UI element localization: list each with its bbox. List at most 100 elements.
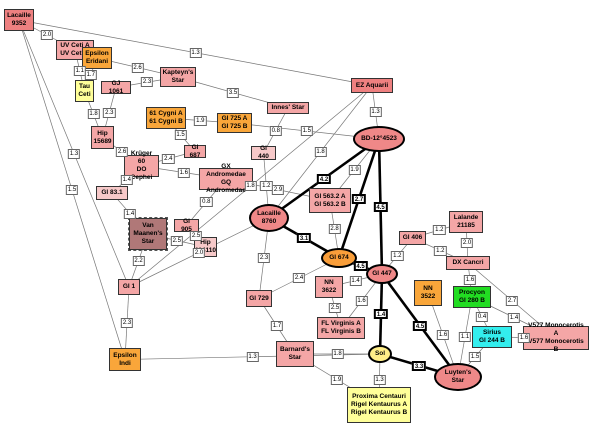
edge-distance-label: 2.3	[140, 77, 154, 88]
edge-distance-label: 2.2	[132, 255, 145, 266]
star-node-gl447[interactable]: Gl 447	[366, 264, 398, 284]
edge-distance-label: 1.5	[300, 126, 313, 136]
edge-distance-label: 0.8	[200, 197, 213, 208]
star-node-gl83[interactable]: Gl 83.1	[96, 186, 128, 200]
star-node-lacaille9352[interactable]: Lacaille 9352	[4, 9, 34, 31]
edge-distance-label: 4.5	[412, 320, 428, 331]
edge-distance-label: 1.9	[330, 374, 344, 385]
edge-distance-label: 1.4	[373, 309, 389, 319]
edge-distance-label: 1.3	[373, 374, 386, 385]
star-node-lalande[interactable]: Lalande 21185	[449, 211, 483, 233]
edge-distance-label: 1.2	[391, 251, 404, 261]
star-node-gl1[interactable]: Gl 1	[118, 279, 140, 295]
edge-distance-label: 3.3	[411, 360, 427, 371]
edge-distance-label: 1.5	[468, 352, 482, 362]
edge-distance-label: 1.9	[348, 164, 361, 175]
star-node-hip15689[interactable]: Hip 15689	[91, 126, 114, 149]
edge-distance-label: 1.4	[349, 275, 362, 286]
edge-distance-label: 1.8	[244, 181, 257, 192]
edge-distance-label: 1.6	[177, 167, 190, 178]
edge-distance-label: 4.2	[316, 173, 332, 184]
star-node-dxcnc[interactable]: DX Cancri	[446, 256, 490, 270]
star-node-flvir[interactable]: FL Virginis A FL Virginis B	[317, 317, 365, 339]
edge-distance-label: 2.0	[40, 30, 54, 40]
star-node-v577[interactable]: V577 Monocerotis A V577 Monocerotis B	[523, 322, 589, 353]
edge-distance-label: 1.3	[67, 148, 81, 159]
edge-distance-label: 4.5	[373, 201, 388, 212]
star-node-bd12[interactable]: BD-12°4523	[353, 126, 405, 152]
edge-distance-label: 1.9	[194, 115, 207, 126]
edge-distance-label: 1.4	[120, 174, 133, 185]
edge-distance-label: 3.1	[296, 233, 312, 243]
edge-distance-label: 1.8	[87, 109, 100, 120]
star-node-luyten[interactable]: Luyten's Star	[434, 363, 482, 391]
star-node-gl729[interactable]: Gl 729	[246, 290, 272, 307]
edge-distance-label: 1.1	[458, 332, 472, 342]
edge-distance-label: 3.5	[226, 87, 240, 98]
edge-distance-label: 2.0	[460, 237, 474, 248]
edge-distance-label: 1.8	[314, 146, 327, 157]
star-node-gl725[interactable]: Gl 725 A Gl 725 B	[217, 113, 252, 133]
edge-distance-label: 2.3	[120, 318, 134, 329]
star-node-tauceti[interactable]: Tau Ceti	[75, 80, 94, 102]
star-node-gl406[interactable]: Gl 406	[399, 231, 426, 245]
edge-distance-label: 1.7	[270, 321, 284, 332]
edge-distance-label: 1.7	[84, 69, 97, 80]
edge-distance-label: 4.5	[353, 261, 368, 271]
edge-distance-label: 1.5	[65, 184, 79, 195]
star-node-gl440[interactable]: Gl 440	[251, 145, 276, 160]
edge-distance-label: 2.5	[189, 231, 203, 242]
star-node-barnard[interactable]: Barnard's Star	[276, 341, 314, 367]
star-node-sirius[interactable]: Sirius Gl 244 B	[472, 326, 512, 348]
edge-distance-label: 1.2	[260, 180, 273, 191]
star-node-lacaille8760[interactable]: Lacaille 8760	[249, 204, 289, 232]
star-node-innes[interactable]: Innes' Star	[267, 102, 309, 114]
edge-distance-label: 1.6	[436, 330, 450, 340]
star-node-gxand[interactable]: GX Andromedae GQ Andromedae	[199, 163, 253, 194]
star-node-gl687[interactable]: Gl 687	[184, 144, 206, 159]
star-node-kruger60[interactable]: Krüger 60 DO Cephei	[124, 150, 159, 181]
edge-distance-label: 1.4	[507, 312, 521, 323]
star-node-nn3522[interactable]: NN 3522	[414, 280, 442, 306]
star-node-gl674[interactable]: Gl 674	[321, 248, 357, 268]
star-node-nn3622[interactable]: NN 3622	[315, 276, 343, 298]
edge-distance-label: 2.4	[162, 153, 175, 164]
edge-distance-label: 2.8	[328, 224, 341, 235]
star-node-kapteyn[interactable]: Kapteyn's Star	[160, 67, 196, 87]
edge-distance-label: 1.8	[331, 349, 344, 359]
edge-distance-label: 1.3	[246, 351, 259, 362]
edge-distance-label: 1.6	[355, 296, 368, 306]
edge-distance-label: 1.6	[463, 275, 477, 285]
star-node-epsind[interactable]: Epsilon Indi	[109, 348, 141, 371]
star-node-proxima[interactable]: Proxima Centauri Rigel Kentaurus A Rigel…	[347, 387, 411, 423]
star-node-gl905[interactable]: Gl 905	[174, 218, 199, 233]
edge-distance-label: 1.5	[174, 129, 187, 140]
star-node-gl5632[interactable]: Gl 563.2 A Gl 563.2 B	[309, 188, 351, 213]
edge-distance-label: 2.6	[115, 146, 129, 157]
edge-distance-label: 1.2	[433, 225, 446, 235]
edge-distance-label: 2.0	[192, 247, 206, 258]
edge-distance-label: 1.4	[123, 208, 137, 219]
edge-distance-label: 2.3	[257, 253, 271, 264]
star-node-gj1061[interactable]: GJ 1061	[101, 80, 131, 95]
edge-distance-label: 2.9	[271, 184, 285, 195]
star-node-ezaqr[interactable]: EZ Aquarii	[351, 78, 393, 93]
edge-distance-label: 1.3	[189, 47, 202, 58]
edge-distance-label: 1.2	[434, 245, 447, 256]
edge-distance-label: 0.8	[269, 125, 282, 136]
star-node-procyon[interactable]: Procyon Gl 280 B	[453, 286, 491, 308]
star-node-sol[interactable]: Sol	[368, 345, 392, 363]
edge-distance-label: 2.7	[505, 295, 519, 306]
star-node-epseri[interactable]: Epsilon Eridani	[82, 47, 112, 69]
edge-distance-label: 2.5	[328, 302, 342, 313]
edge-distance-label: 1.3	[369, 107, 382, 118]
edge-distance-label: 2.6	[131, 62, 144, 73]
edge-distance-label: 0.4	[475, 312, 489, 322]
edge-distance-label: 2.3	[103, 107, 116, 118]
edge-distance-label: 2.4	[292, 273, 306, 284]
star-node-vanmaanen[interactable]: Van Maanen's Star	[128, 217, 168, 251]
star-node-61cyg[interactable]: 61 Cygni A 61 Cygni B	[146, 107, 186, 129]
edge-distance-label: 2.5	[170, 235, 183, 246]
edge-distance-label: 1.6	[517, 332, 531, 343]
